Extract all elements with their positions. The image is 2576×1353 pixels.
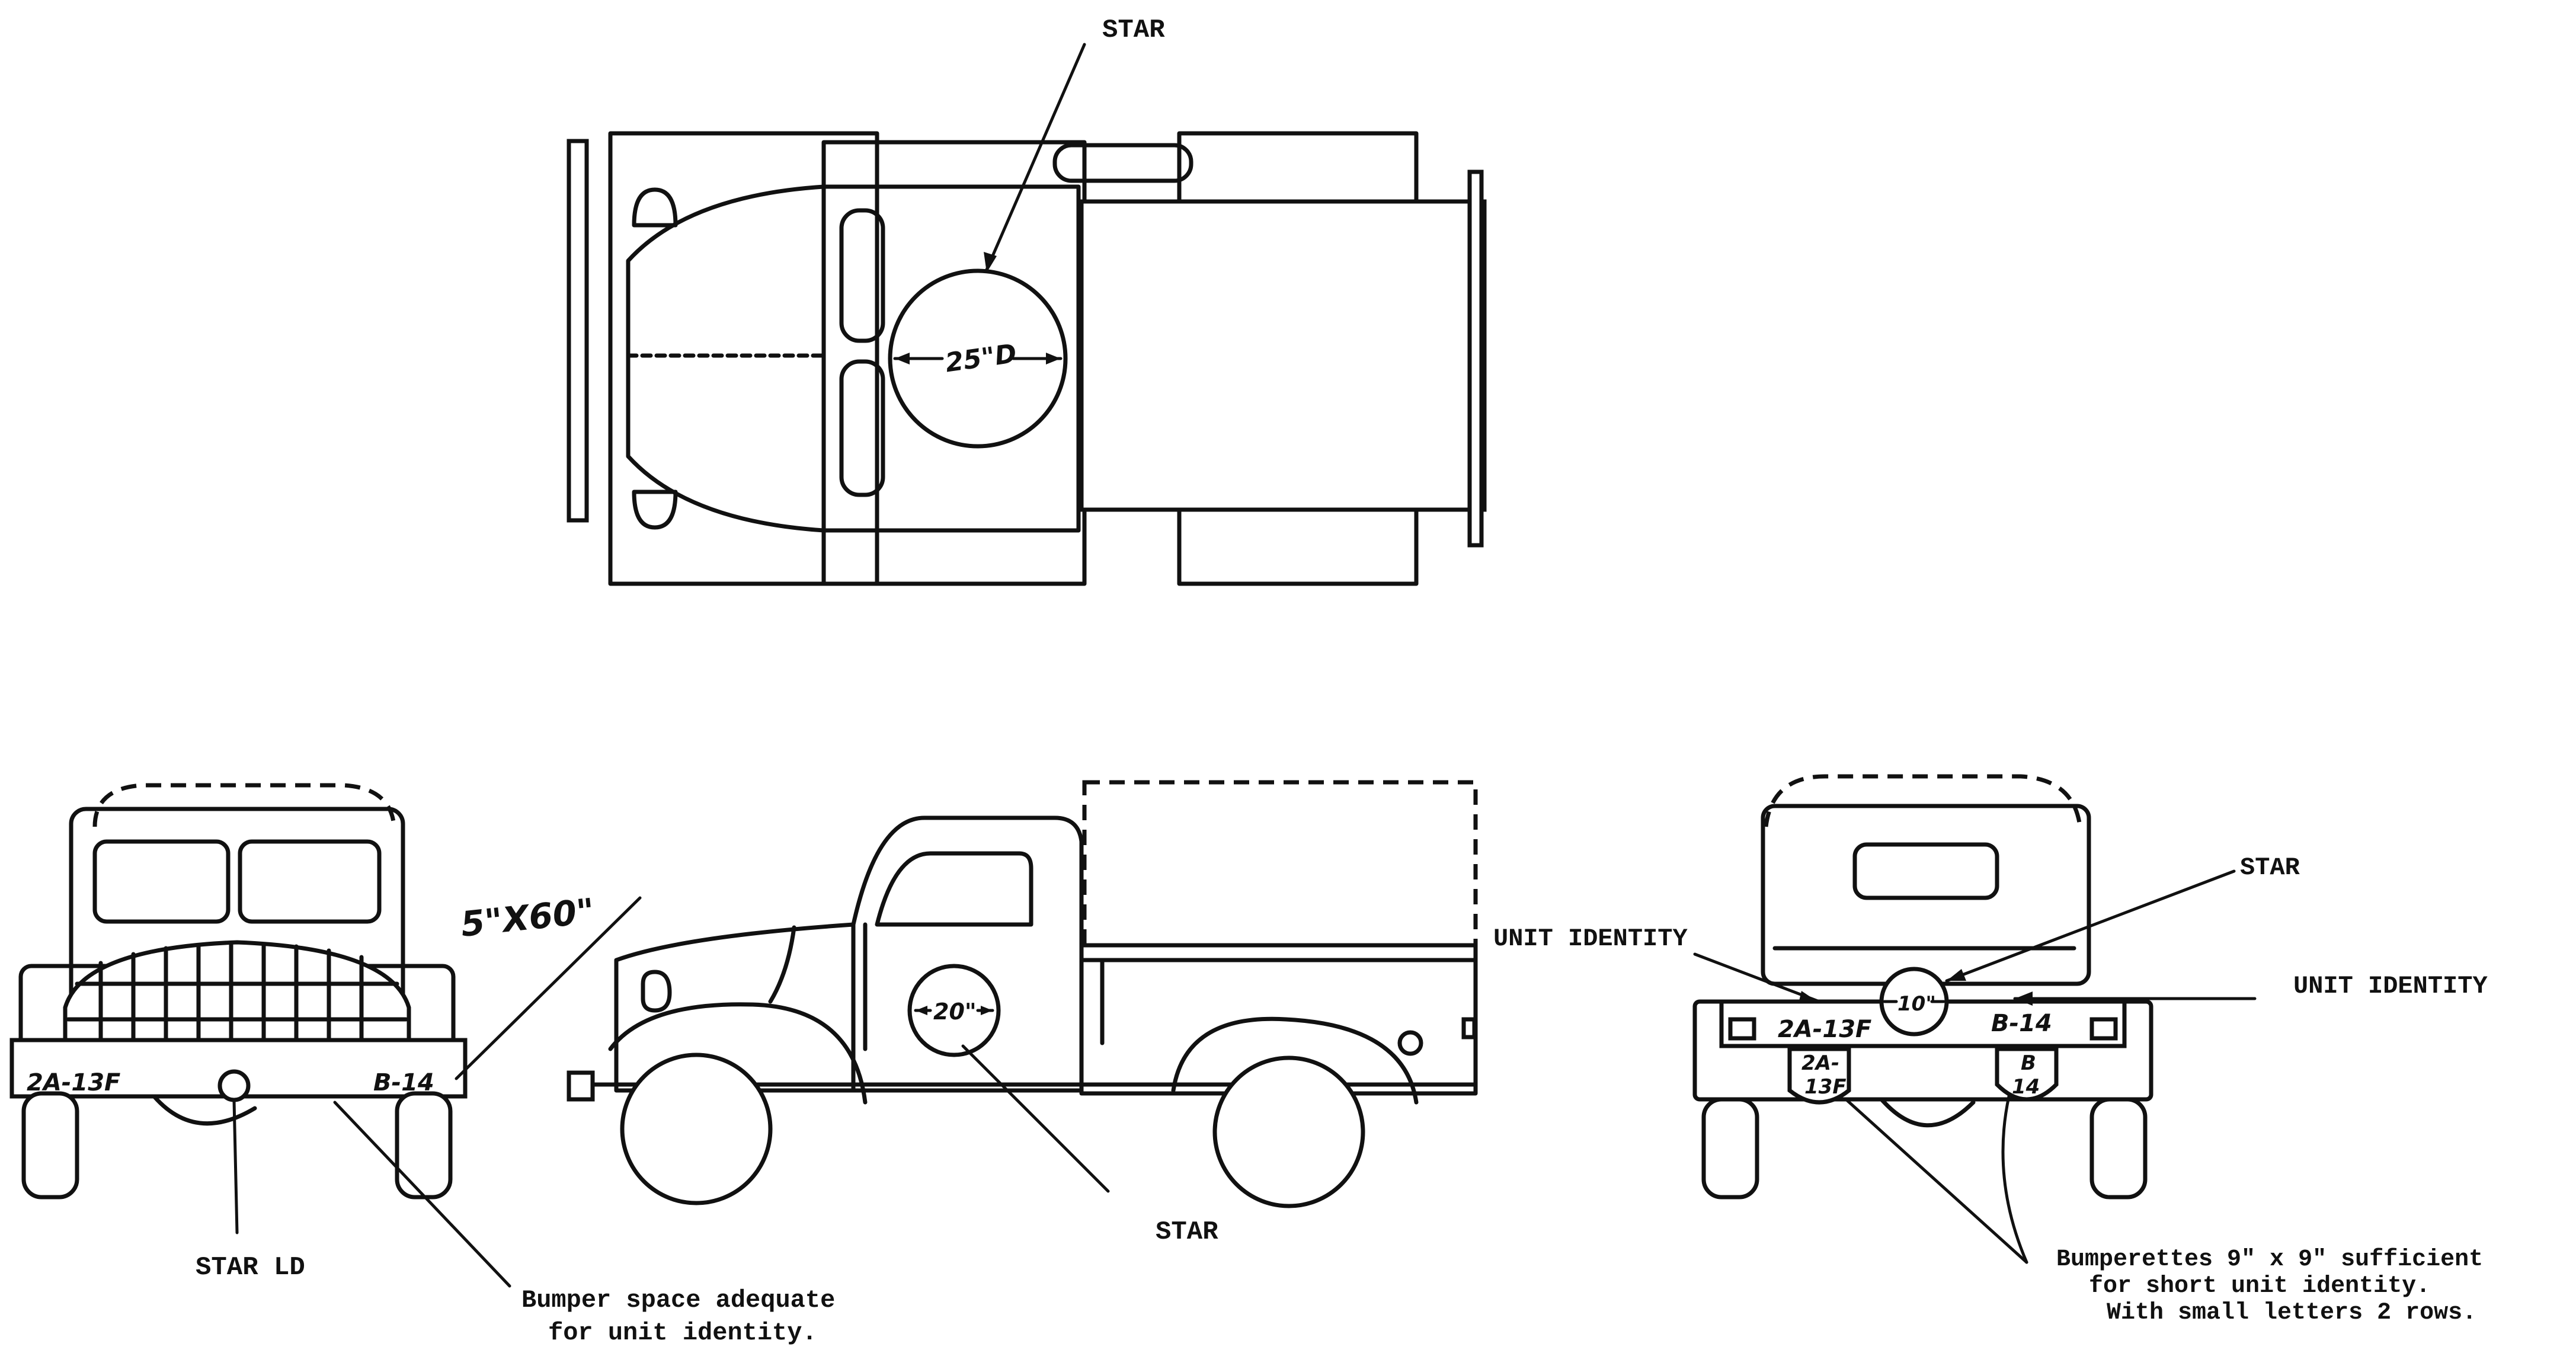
side-view: 20" STAR [567,780,1478,1247]
front-grille [63,940,411,1069]
bumperettes-line1: Bumperettes 9" x 9" sufficient [2056,1246,2483,1273]
top-vent-lower [839,359,885,497]
bumperettes-line2: for short unit identity. [2089,1273,2430,1300]
top-vent-upper [839,208,885,343]
rear-star-label: STAR [2240,853,2300,882]
bumperettes-line3: With small letters 2 rows. [2107,1300,2476,1326]
bumper-space-leader [333,1101,511,1288]
top-hood [626,184,1081,533]
side-hood [614,922,856,1093]
rear-star-size-label: 10" [1897,992,1936,1016]
rear-view: 2A- 13F B 14 2A-13F B-14 10" STAR UNIT I… [1493,774,2488,1326]
bumper-space-line1: Bumper space adequate [521,1286,835,1314]
top-cargo-bed [1079,199,1487,512]
bumperette-right-code-1: B [2021,1051,2036,1075]
rear-axle [1879,1097,1976,1128]
front-star-ld-circle [217,1069,251,1102]
side-window [875,851,1033,927]
top-headlight-left [632,187,678,228]
top-front-fenders [608,131,879,586]
star-ld-leader [232,1099,239,1234]
side-front-wheel [620,1053,773,1205]
rear-star-leader [1945,869,2236,983]
bumperette-right-code-2: 14 [2012,1075,2040,1099]
rear-code-right: B-14 [1991,1010,2052,1037]
top-star-leader [985,43,1086,271]
side-star-size-label: 20" [933,999,977,1025]
rear-window [1852,842,1999,900]
bumperette-leader-right [2001,1095,2028,1264]
side-rear-fender [1171,1016,1419,1105]
front-wheel-right [395,1091,453,1200]
bumperette-left-code-1: 2A- [1801,1051,1839,1075]
front-windshield-left [92,839,231,924]
rear-wheel-left [1701,1097,1759,1200]
bumperette-leader-left [1844,1098,2028,1264]
bumperette-left-code-2: 13F [1804,1075,1847,1099]
top-star-circle [888,268,1068,449]
side-star-leader [961,1044,1110,1193]
front-star-ld-label: STAR LD [196,1253,305,1282]
top-rear-bumper [1467,169,1484,548]
front-marking-line [455,896,642,1080]
rear-bumperette-right [1995,1047,2059,1102]
side-star-circle [907,964,1001,1057]
front-windshield-right [238,839,382,924]
side-unit-identity-label: UNIT IDENTITY [1493,925,1688,953]
rear-wheel-right [2089,1097,2148,1200]
side-front-fender [608,1002,868,1105]
rear-unit-identity-label: UNIT IDENTITY [2293,972,2488,1000]
front-axle [152,1094,257,1126]
top-front-bumper [567,139,589,523]
top-star-label: STAR [1102,15,1165,45]
side-star-label: STAR [1156,1217,1218,1247]
top-star-size-label: 25"D [943,338,1019,378]
top-spare-tire [1052,143,1193,183]
front-wheel-left [21,1091,79,1200]
rear-bumperette-left [1787,1047,1851,1105]
side-hood-line [768,925,796,1004]
front-top-dashed [92,783,396,827]
side-canopy-dashed [1082,780,1478,948]
side-rear-wheel [1212,1055,1365,1208]
rear-top-dashed [1764,774,2082,827]
side-front-bumper [567,1070,595,1102]
top-headlight-right [632,490,678,530]
bumper-space-line2: for unit identity. [548,1319,817,1347]
side-cab [851,815,1084,1093]
top-view: 25"D STAR [567,15,1487,586]
front-marking-size-label: 5"X60" [459,891,596,945]
front-view: 2A-13F B-14 5"X60" STAR LD Bumper space … [9,783,835,1347]
rear-cab [1761,804,2091,986]
side-headlight [641,970,672,1013]
side-unit-identity-leader [1693,952,1821,1003]
rear-code-left: 2A-13F [1778,1016,1871,1043]
rear-star-circle [1879,967,1949,1037]
